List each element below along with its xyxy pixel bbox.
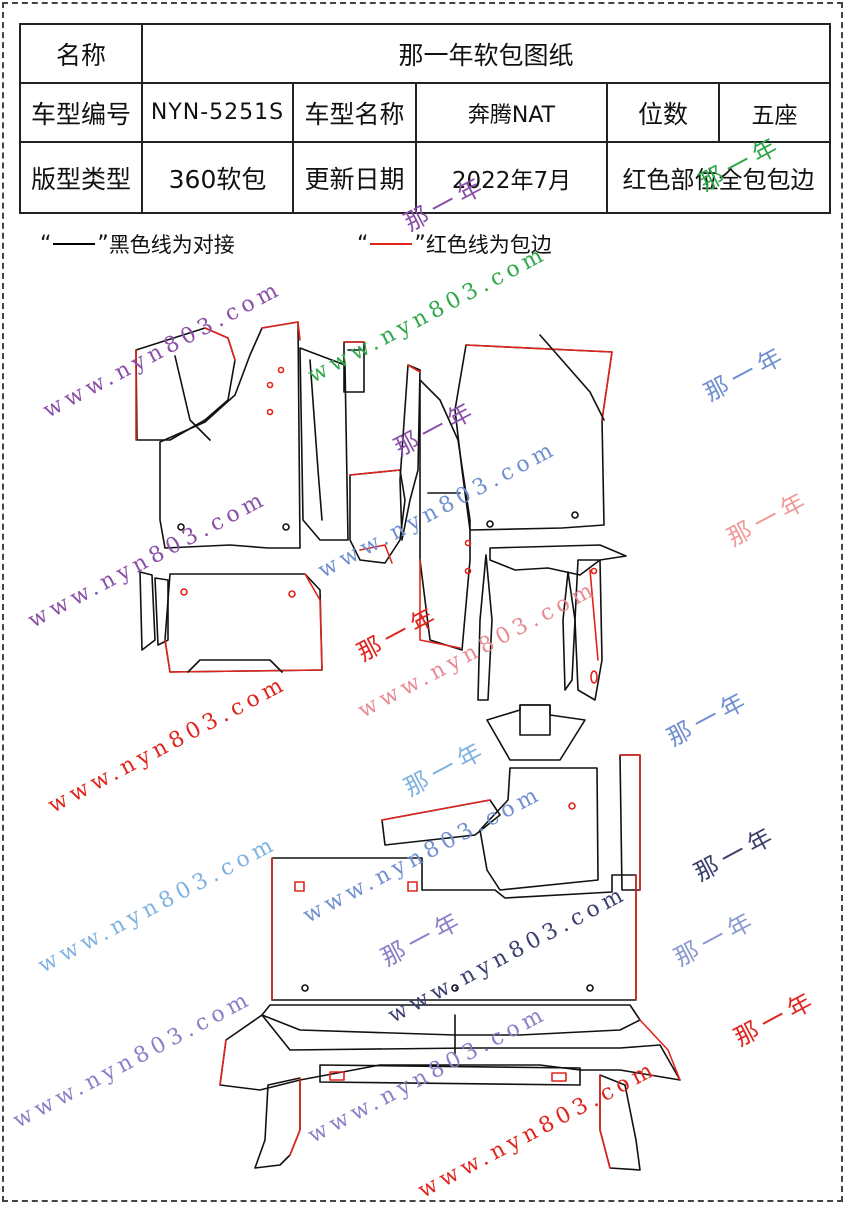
pattern-piece-left-cushion [164,573,323,673]
date-label: 更新日期 [292,141,417,214]
pattern-piece-main-floor [271,857,637,1001]
pattern-piece-center-diagonal [381,799,501,846]
type-label: 版型类型 [19,141,143,214]
red-line-sample [370,243,413,245]
pattern-piece-right-vertical [619,754,641,891]
date-value: 2022年7月 [415,141,608,214]
seats-value: 五座 [717,82,832,143]
model-no-value: NYN-5251S [141,82,294,143]
pattern-piece-right-rear-strip [574,559,603,701]
pattern-piece-small-cap [343,341,365,393]
model-name-label: 车型名称 [292,82,417,143]
pattern-piece-rear-left-arch [254,1077,301,1169]
black-line-sample [53,243,96,245]
legend-black-text: 黑色线为对接 [108,233,235,257]
pattern-piece-rear-bar [319,1064,581,1086]
pattern-piece-left-cushion-strips [139,571,169,651]
pattern-piece-console-top [486,704,586,761]
pattern-piece-center-panel [349,469,406,564]
name-value: 那一年软包图纸 [140,23,832,84]
pattern-piece-left-strip [299,347,349,541]
seats-label: 位数 [606,82,720,143]
legend-red-text: 红色线为包边 [425,233,552,257]
pattern-piece-left-seat-side [135,327,236,441]
spec-table: 名称 那一年软包图纸 车型编号 NYN-5251S 车型名称 奔腾NAT 位数 … [19,23,832,214]
pattern-piece-right-side-slats [477,554,576,701]
pattern-piece-right-rear-small [489,544,627,576]
pattern-piece-right-long-strip [419,379,472,651]
type-value: 360软包 [141,141,294,214]
legend-black: “ ” 黑色线为对接 [40,229,235,259]
pattern-piece-left-back [159,321,301,549]
model-name-value: 奔腾NAT [415,82,608,143]
pattern-piece-center-tall [399,364,421,541]
legend-red: “ ” 红色线为包边 [357,229,552,259]
pattern-piece-rear-right-arch [599,1074,641,1171]
model-no-label: 车型编号 [19,82,143,143]
pattern-piece-center-floor-front [479,767,599,891]
pattern-piece-right-front-side [454,334,613,531]
name-label: 名称 [19,23,143,84]
pattern-piece-floor-rear [219,1004,681,1091]
red-note: 红色部位全包包边 [605,141,832,214]
